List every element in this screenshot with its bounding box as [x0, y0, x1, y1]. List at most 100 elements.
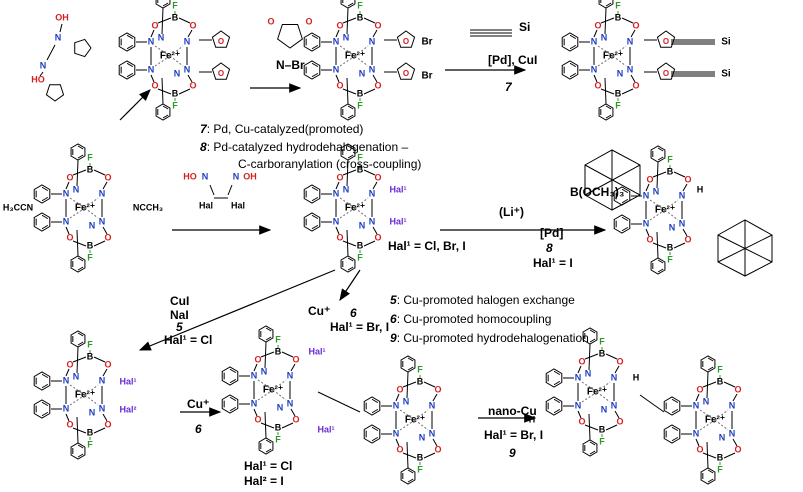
bond-line	[335, 181, 340, 190]
bond-line	[600, 88, 615, 95]
boron-atom: B	[417, 376, 424, 386]
bond-line	[126, 72, 134, 78]
nitrogen-atom: N	[251, 370, 258, 380]
phenyl-ring	[33, 184, 51, 204]
bond-line	[707, 366, 714, 371]
phenyl-ring	[221, 366, 239, 386]
bond-line	[69, 197, 86, 209]
bond-line	[664, 199, 679, 211]
boron-atom: B	[87, 427, 94, 437]
bond-line	[253, 408, 258, 417]
boron-atom: B	[87, 240, 94, 250]
bond-line	[46, 44, 56, 61]
bond-line	[597, 45, 614, 57]
nitrogen-atom: N	[679, 218, 686, 228]
acetonitrile-ligand-right: NCCH₃	[133, 202, 163, 212]
bond-line	[41, 401, 49, 407]
bond-line	[584, 424, 599, 431]
bond-line	[371, 408, 379, 414]
phenyl-ring	[545, 396, 563, 416]
oxygen-atom: O	[292, 414, 299, 424]
fluorine-atom: F	[357, 252, 363, 262]
bond-line	[65, 368, 70, 377]
boron-atom: B	[615, 88, 622, 98]
bond-line	[657, 147, 664, 152]
nitrogen-atom: N	[333, 216, 340, 226]
nitrogen-atom: N	[73, 184, 80, 194]
bond-line	[69, 207, 86, 219]
bond-line	[77, 266, 84, 271]
bond-line	[93, 356, 106, 363]
boron-atom: B	[599, 348, 606, 358]
halide-label: Hal	[199, 200, 213, 210]
hal1-equals-cl: Hal¹ = Cl	[244, 459, 293, 473]
bond-line	[311, 34, 319, 40]
acetonitrile-ligand-left: H₃CCN	[3, 202, 33, 212]
bond-line	[649, 209, 666, 221]
bond-line	[157, 17, 172, 24]
bond-line	[363, 17, 376, 24]
bond-line	[65, 226, 70, 235]
boron-atom: B	[275, 422, 282, 432]
bond-line	[407, 469, 414, 474]
bond-line	[311, 196, 319, 202]
bond-line	[281, 422, 294, 429]
bond-line	[229, 368, 237, 374]
furan-substituent: O	[384, 62, 416, 80]
note-9-text: Cu-promoted hydrodehalogenation	[403, 331, 589, 345]
nitrogen-atom: N	[693, 428, 700, 438]
bond-line	[39, 71, 44, 77]
bond-line	[260, 422, 275, 429]
nitrogen-atom: N	[261, 366, 268, 376]
step9-reagent: nano-Cu	[488, 404, 537, 418]
fluorine-atom: F	[87, 439, 93, 449]
furan-substituent: O	[199, 62, 231, 80]
fluorine-atom: F	[275, 334, 281, 344]
bond-line	[596, 381, 611, 393]
oxygen-atom: O	[616, 356, 623, 366]
bond-line	[706, 441, 709, 469]
phenyl-ring	[613, 214, 631, 234]
boron-atom: B	[172, 12, 179, 22]
bond-line	[76, 346, 79, 374]
bond-line	[346, 159, 349, 187]
bond-line	[581, 391, 598, 403]
bond-line	[699, 419, 716, 431]
bond-line	[346, 77, 349, 105]
bond-line	[84, 394, 99, 406]
bond-line	[77, 154, 84, 159]
hal1-label: Hal¹	[389, 216, 406, 226]
hal1-label: Hal¹	[389, 184, 406, 194]
furan-ring	[656, 62, 676, 80]
nitrogen-atom: N	[251, 398, 258, 408]
nitrogen-atom: N	[333, 64, 340, 74]
bond-line	[265, 336, 272, 341]
bond-line	[102, 181, 108, 190]
bond-line	[614, 365, 620, 374]
bond-line	[346, 7, 349, 35]
bond-line	[162, 105, 169, 110]
nitrogen-atom: N	[601, 32, 608, 42]
boron-atom: B	[357, 164, 364, 174]
bond-line	[657, 259, 664, 264]
hal1-label: Hal¹	[317, 424, 334, 434]
bond-line	[671, 436, 679, 442]
step6-hal: Hal¹ = Br, I	[330, 320, 390, 334]
bond-line	[605, 424, 618, 431]
oxygen-atom: O	[734, 444, 741, 454]
furan-ring	[396, 30, 416, 48]
note-6-num: 6	[390, 312, 397, 326]
bond-line	[706, 371, 709, 399]
bond-line	[354, 207, 369, 219]
nitrogen-atom: N	[611, 400, 618, 410]
fluorine-atom: F	[87, 152, 93, 162]
bond-line	[695, 438, 700, 447]
bromine-label: Br	[421, 71, 432, 82]
phenyl-ring	[258, 437, 274, 455]
nitrogen-atom: N	[419, 432, 426, 442]
bond-line	[77, 332, 84, 337]
